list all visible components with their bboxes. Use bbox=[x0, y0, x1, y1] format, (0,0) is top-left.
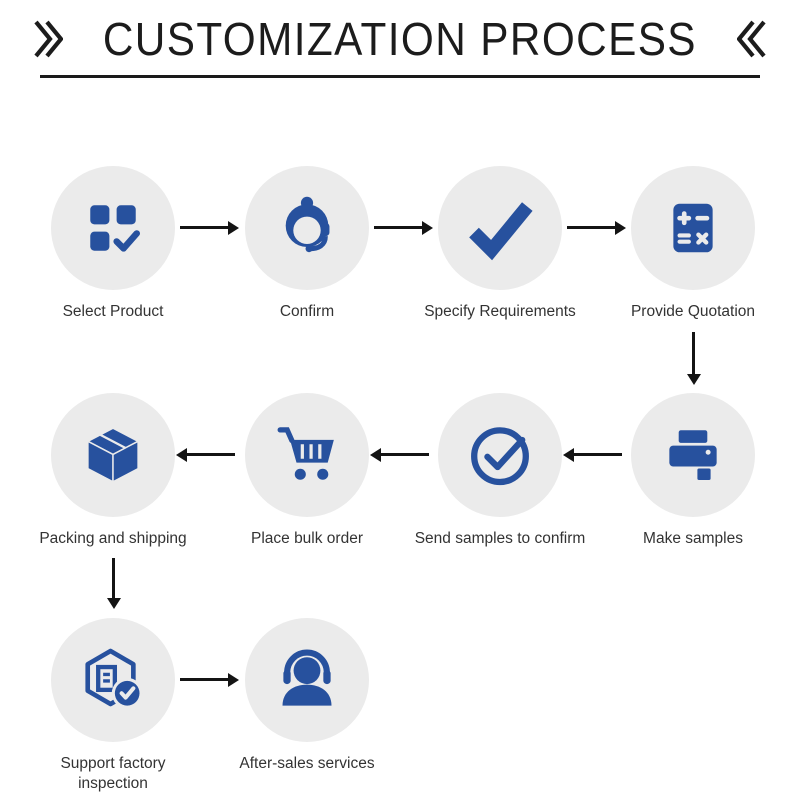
step-provide-quotation: Provide Quotation bbox=[596, 166, 790, 322]
step-make-samples: Make samples bbox=[596, 393, 790, 549]
step-label: Make samples bbox=[643, 530, 743, 547]
step-place-bulk-order: Place bulk order bbox=[210, 393, 404, 549]
arrow-samples-to-send bbox=[563, 447, 622, 462]
arrow-confirm-to-specify bbox=[374, 220, 433, 235]
printer-icon bbox=[669, 430, 717, 481]
step-label: Place bulk order bbox=[250, 530, 363, 547]
product-grid-check-icon bbox=[90, 205, 140, 252]
arrow-send-to-order bbox=[370, 447, 429, 462]
step-circle bbox=[438, 393, 562, 517]
double-chevron-right-icon bbox=[34, 20, 64, 58]
step-circle bbox=[51, 393, 175, 517]
step-label: After-sales services bbox=[239, 755, 375, 772]
step-circle bbox=[631, 166, 755, 290]
shopping-cart-icon bbox=[277, 427, 334, 480]
step-label: Support factory inspection bbox=[60, 755, 166, 793]
title-divider bbox=[40, 75, 760, 78]
page-title: CUSTOMIZATION PROCESS bbox=[102, 13, 698, 65]
step-send-samples: Send samples to confirm bbox=[403, 393, 597, 549]
page-title-row: CUSTOMIZATION PROCESS bbox=[0, 10, 800, 68]
double-chevron-left-icon bbox=[736, 20, 766, 58]
step-label: Provide Quotation bbox=[630, 303, 756, 320]
arrow-specify-to-quotation bbox=[567, 220, 626, 235]
arrow-select-to-confirm bbox=[180, 220, 239, 235]
arrow-quotation-to-samples bbox=[686, 332, 701, 385]
step-packing-shipping: Packing and shipping bbox=[16, 393, 210, 549]
step-label: Specify Requirements bbox=[424, 303, 576, 320]
circle-check-icon bbox=[471, 427, 529, 486]
step-specify-requirements: Specify Requirements bbox=[403, 166, 597, 322]
step-after-sales: After-sales services bbox=[210, 618, 404, 774]
step-label: Confirm bbox=[279, 303, 335, 320]
step-select-product: Select Product bbox=[16, 166, 210, 322]
step-label: Send samples to confirm bbox=[414, 530, 586, 547]
checkmark-icon bbox=[469, 202, 533, 261]
arrow-order-to-packing bbox=[176, 447, 235, 462]
package-box-icon bbox=[86, 427, 140, 484]
headset-support-icon bbox=[282, 649, 332, 706]
arrow-inspection-to-aftersales bbox=[180, 672, 239, 687]
step-circle bbox=[245, 393, 369, 517]
factory-inspection-badge-icon bbox=[85, 648, 143, 709]
step-circle bbox=[631, 393, 755, 517]
step-factory-inspection: Support factory inspection bbox=[16, 618, 210, 794]
step-circle bbox=[438, 166, 562, 290]
step-circle bbox=[51, 618, 175, 742]
step-circle bbox=[245, 618, 369, 742]
step-confirm: Confirm bbox=[210, 166, 404, 322]
customer-service-agent-icon bbox=[285, 196, 330, 253]
arrow-packing-to-inspection bbox=[106, 558, 121, 609]
step-circle bbox=[51, 166, 175, 290]
calculator-icon bbox=[673, 203, 713, 253]
step-label: Select Product bbox=[62, 303, 164, 320]
step-label: Packing and shipping bbox=[39, 530, 187, 547]
step-circle bbox=[245, 166, 369, 290]
